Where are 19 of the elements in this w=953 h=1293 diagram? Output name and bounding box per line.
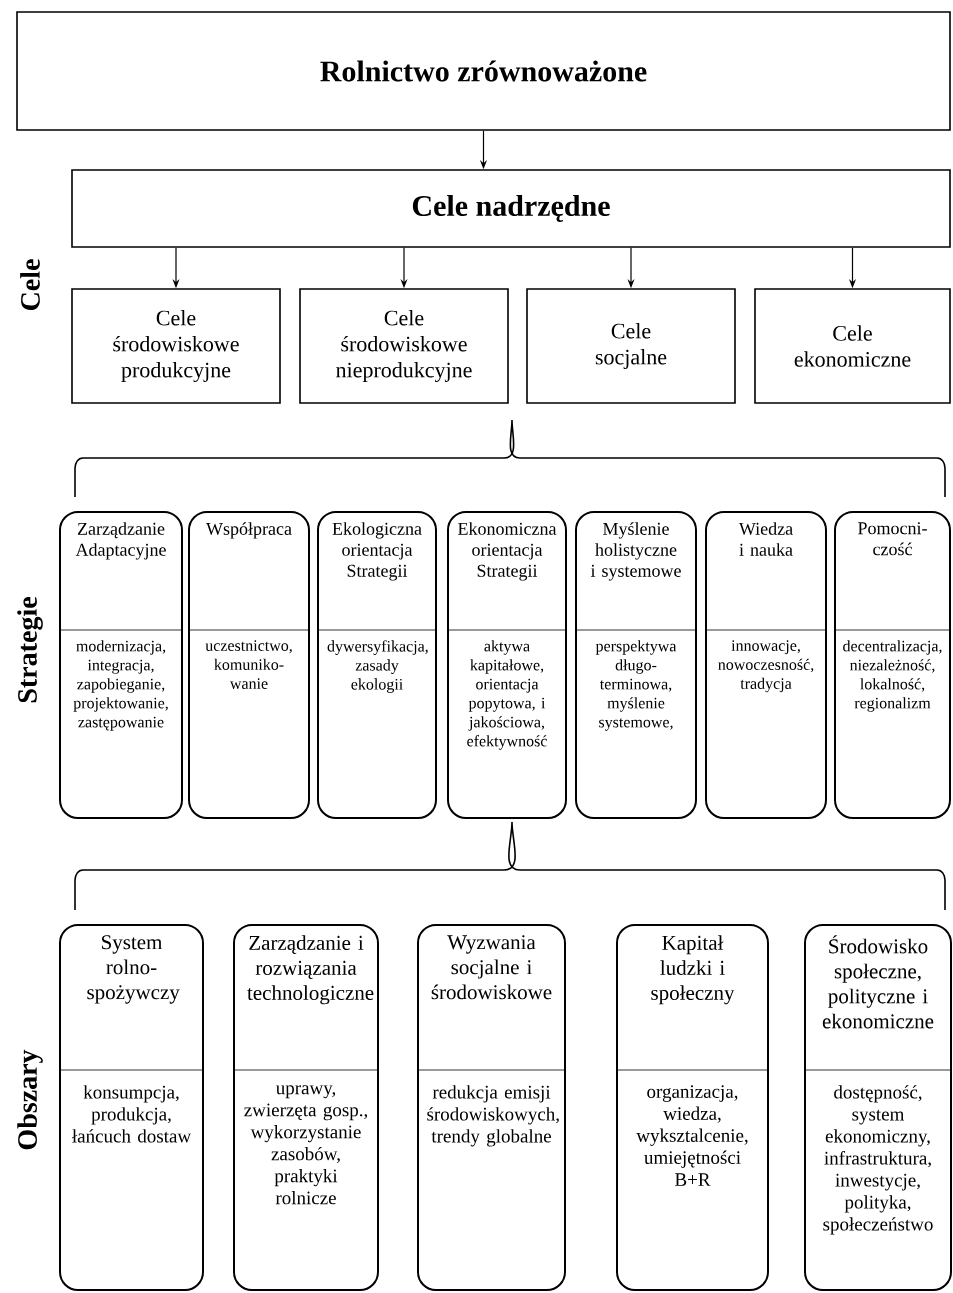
goal-box: Cele środowiskowe nieprodukcyjne <box>299 288 509 404</box>
title-box: Cele nadrzędne <box>71 169 951 248</box>
strategy-box: Współpraca uczestnictwo, komuniko- wanie <box>188 511 310 819</box>
area-box: System rolno- spożywczy konsumpcja, produkcja, łańcuch dostaw <box>59 924 204 1291</box>
goal-box: Cele ekonomiczne <box>754 288 951 404</box>
strategy-box: Wiedza i nauka innowacje, nowoczesność, tradycja <box>705 511 827 819</box>
area-box: Kapitał ludzki i społeczny organizacja, wiedza, wyksztalcenie, umiejętności B+R <box>616 924 769 1291</box>
goal-box: Cele środowiskowe produkcyjne <box>71 288 281 404</box>
area-box: Zarządzanie i rozwiązania technologiczne uprawy, zwierzęta gosp., wykorzystanie zasobów, praktyki rolnicze <box>233 924 379 1291</box>
title-box: Rolnictwo zrównoważone <box>16 11 951 131</box>
strategy-box: Ekologiczna orientacja Strategii dywersyfikacja, zasady ekologii <box>317 511 437 819</box>
strategy-box: Ekonomiczna orientacja Strategii aktywa kapitałowe, orientacja popytowa, i jakościowa, efektywność <box>447 511 567 819</box>
section-label: Cele <box>20 259 40 311</box>
strategy-box: Zarządzanie Adaptacyjne modernizacja, integracja, zapobieganie, projektowanie, zastępowanie <box>59 511 183 819</box>
area-box: Wyzwania socjalne i środowiskowe redukcja emisji środowiskowych, trendy globalne <box>417 924 566 1291</box>
goal-box: Cele socjalne <box>526 288 736 404</box>
strategy-box: Pomocni- czość decentralizacja, niezależność, lokalność, regionalizm <box>834 511 951 819</box>
strategy-box: Myślenie holistyczne i systemowe perspektywa długo- terminowa, myślenie systemowe, <box>575 511 697 819</box>
area-box: Środowisko społeczne, polityczne i ekonomiczne dostępność, system ekonomiczny, infrastruktura, inwestycje, polityka, społeczeństwo <box>804 924 952 1291</box>
